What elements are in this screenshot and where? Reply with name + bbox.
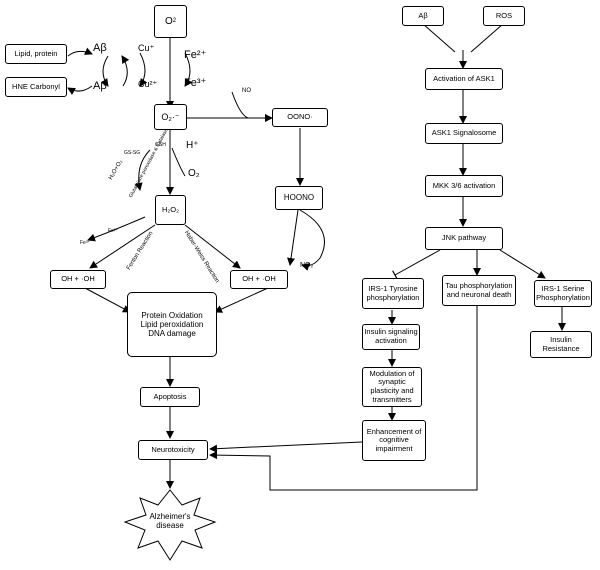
oh-right-label: OH + ·OH	[242, 274, 276, 284]
ask1-activation-box: Activation of ASK1	[425, 68, 503, 90]
line-ros-merge	[470, 23, 504, 53]
mkk-box: MKK 3/6 activation	[425, 175, 503, 197]
arrow-abeta-cycle-down	[100, 55, 109, 87]
arrow-cu-cycle	[139, 52, 148, 87]
abeta-right-label: Aβ	[418, 10, 428, 20]
line-abeta-merge	[422, 23, 456, 53]
damage-line2: Lipid peroxidation	[140, 319, 204, 329]
alzheimers-label: Alzheimer's disease	[138, 512, 202, 530]
insulin-signaling-label: Insulin signaling activation	[364, 327, 418, 345]
jnk-label: JNK pathway	[441, 233, 487, 243]
arrow-enhancement-to-neurotoxicity	[209, 441, 363, 453]
arrow-h-to-o2	[171, 147, 186, 177]
insulin-resistance-box: Insulin Resistance	[530, 331, 592, 358]
jnk-box: JNK pathway	[425, 227, 503, 250]
cu-2plus-label: Cu²⁺	[138, 79, 158, 89]
irs-serine-box: IRS-1 Serine Phosphorylation	[534, 280, 592, 307]
apoptosis-label: Apoptosis	[153, 391, 187, 401]
o2-mid-label: O₂	[188, 168, 200, 179]
arrow-fenton-fe	[87, 216, 146, 242]
abeta-box: Aβ	[402, 6, 444, 26]
arrow-ohleft-to-damage	[84, 287, 131, 313]
hoono-box: HOONO	[275, 186, 323, 210]
arrow-h2o2-to-oh-left	[89, 224, 156, 269]
abeta-bottom-label: Aβ	[93, 80, 107, 92]
arrow-jnk-to-irs-serine	[499, 249, 546, 279]
arrow-hoono-to-oh	[287, 209, 299, 266]
neurotoxicity-box: Neurotoxicity	[138, 440, 208, 460]
apoptosis-box: Apoptosis	[140, 387, 200, 407]
enhancement-label: Enhancement of cognitive impairment	[366, 426, 422, 453]
lipid-protein-label: Lipid, protein	[14, 48, 58, 58]
ros-box: ROS	[483, 6, 525, 26]
h-plus-label: H⁺	[186, 140, 199, 151]
hne-carbonyl-box: HNE Carbonyl	[5, 77, 67, 97]
tau-box: Tau phosphorylation and neuronal death	[442, 275, 516, 306]
ask1-activation-label: Activation of ASK1	[433, 73, 495, 83]
ros-label: ROS	[495, 10, 513, 20]
modulation-label: Modulation of synaptic plasticity and tr…	[369, 368, 415, 404]
connector-lines	[67, 23, 566, 491]
arrow-h2o2-to-oh-right	[184, 224, 241, 269]
damage-line3: DNA damage	[148, 329, 196, 339]
insulin-signaling-box: Insulin signaling activation	[362, 324, 420, 350]
arrow-abeta-cycle-up	[121, 55, 130, 87]
cu-plus-label: Cu⁺	[138, 43, 155, 53]
h2o2-label: H₂O₂	[161, 204, 180, 214]
superoxide-box: O₂·⁻	[154, 104, 187, 130]
insulin-resistance-label: Insulin Resistance	[542, 334, 580, 353]
arrow-fe-cycle	[184, 52, 193, 87]
oono-box: OONO·	[272, 108, 328, 127]
alzheimers-star	[123, 489, 217, 561]
superoxide-label: O₂·⁻	[161, 111, 180, 122]
no-label: NO	[242, 88, 251, 94]
inhibit-jnk-to-irs-tyrosine	[392, 249, 441, 280]
arrow-lipid-to-abeta	[67, 47, 93, 57]
ask1-signalosome-box: ASK1 Signalosome	[425, 123, 503, 144]
ask1-signalosome-label: ASK1 Signalosome	[431, 128, 497, 138]
gs-sg-label: GS-SG	[124, 150, 141, 156]
irs-tyrosine-label: IRS-1 Tyrosine phosphorylation	[366, 283, 420, 302]
arrow-no-merge	[231, 91, 249, 119]
gsh-label: GSH	[155, 142, 166, 148]
damage-line1: Protein Oxidation	[141, 310, 203, 320]
oono-label: OONO·	[287, 112, 313, 122]
enhancement-box: Enhancement of cognitive impairment	[362, 420, 426, 461]
arrow-ohright-to-damage	[214, 287, 269, 313]
hoono-label: HOONO	[283, 193, 315, 203]
arrow-gpx-cycle	[134, 149, 151, 191]
alzheimers-line1: Alzheimer's	[149, 512, 191, 521]
arrow-tau-to-neurotoxicity	[209, 305, 478, 491]
damage-box: Protein Oxidation Lipid peroxidation DNA…	[127, 292, 217, 357]
alzheimers-line2: disease	[156, 521, 184, 531]
no2-label: NO₂	[300, 262, 314, 269]
irs-tyrosine-box: IRS-1 Tyrosine phosphorylation	[362, 278, 424, 309]
lipid-protein-box: Lipid, protein	[5, 44, 67, 64]
abeta-top-label: Aβ	[93, 42, 107, 54]
oh-left-label: OH + ·OH	[61, 274, 95, 284]
fe2-label: Fe²⁺	[108, 228, 119, 234]
oh-left-box: OH + ·OH	[50, 270, 106, 289]
irs-serine-label: IRS-1 Serine Phosphorylation	[536, 283, 590, 302]
arrow-hoono-to-no2	[299, 209, 325, 271]
fe-2plus-label: Fe²⁺	[184, 49, 207, 61]
tau-label: Tau phosphorylation and neuronal death	[445, 280, 513, 299]
neurotoxicity-label: Neurotoxicity	[151, 444, 195, 454]
fe-3plus-label: Fe³⁺	[184, 77, 207, 89]
hne-carbonyl-label: HNE Carbonyl	[12, 81, 60, 91]
arrow-abeta-to-hne	[67, 85, 93, 95]
modulation-box: Modulation of synaptic plasticity and tr…	[362, 367, 422, 407]
oh-right-box: OH + ·OH	[230, 270, 288, 289]
mkk-label: MKK 3/6 activation	[432, 180, 496, 190]
h2o2-box: H₂O₂	[155, 195, 186, 225]
o2-label: O	[164, 15, 173, 27]
fe3-label: Fe³⁺	[80, 240, 91, 246]
